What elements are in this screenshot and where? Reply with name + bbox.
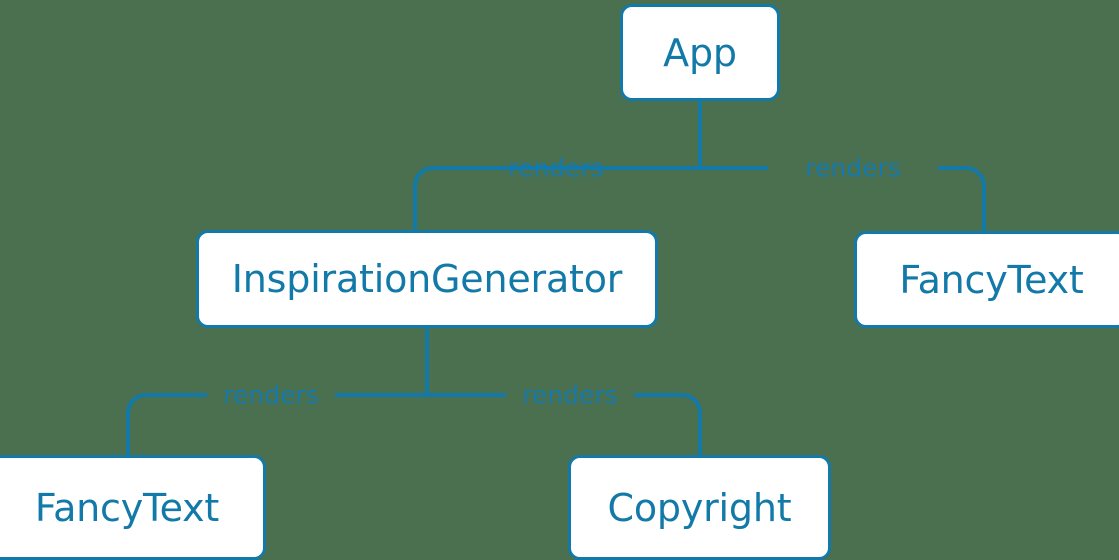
edge-label-app-to-fancytext-right: renders bbox=[805, 153, 901, 183]
node-fancytext-right[interactable]: FancyText bbox=[854, 231, 1119, 328]
edge-inspiration-generator-to-fancytext-left bbox=[126, 393, 427, 455]
edge-label-inspiration-generator-to-copyright: renders bbox=[522, 380, 618, 410]
node-fancytext-left[interactable]: FancyText bbox=[0, 455, 266, 560]
node-inspiration-generator[interactable]: InspirationGenerator bbox=[196, 230, 658, 328]
node-copyright[interactable]: Copyright bbox=[568, 455, 831, 560]
edge-label-app-to-inspiration-generator: renders bbox=[508, 153, 604, 183]
edge-inspiration-generator-to-copyright bbox=[427, 393, 702, 455]
node-app[interactable]: App bbox=[620, 4, 780, 101]
edge-app-to-fancytext-right bbox=[700, 166, 986, 231]
edge-app-to-inspiration-generator bbox=[413, 166, 700, 230]
edge-label-inspiration-generator-to-fancytext-left: renders bbox=[223, 380, 319, 410]
